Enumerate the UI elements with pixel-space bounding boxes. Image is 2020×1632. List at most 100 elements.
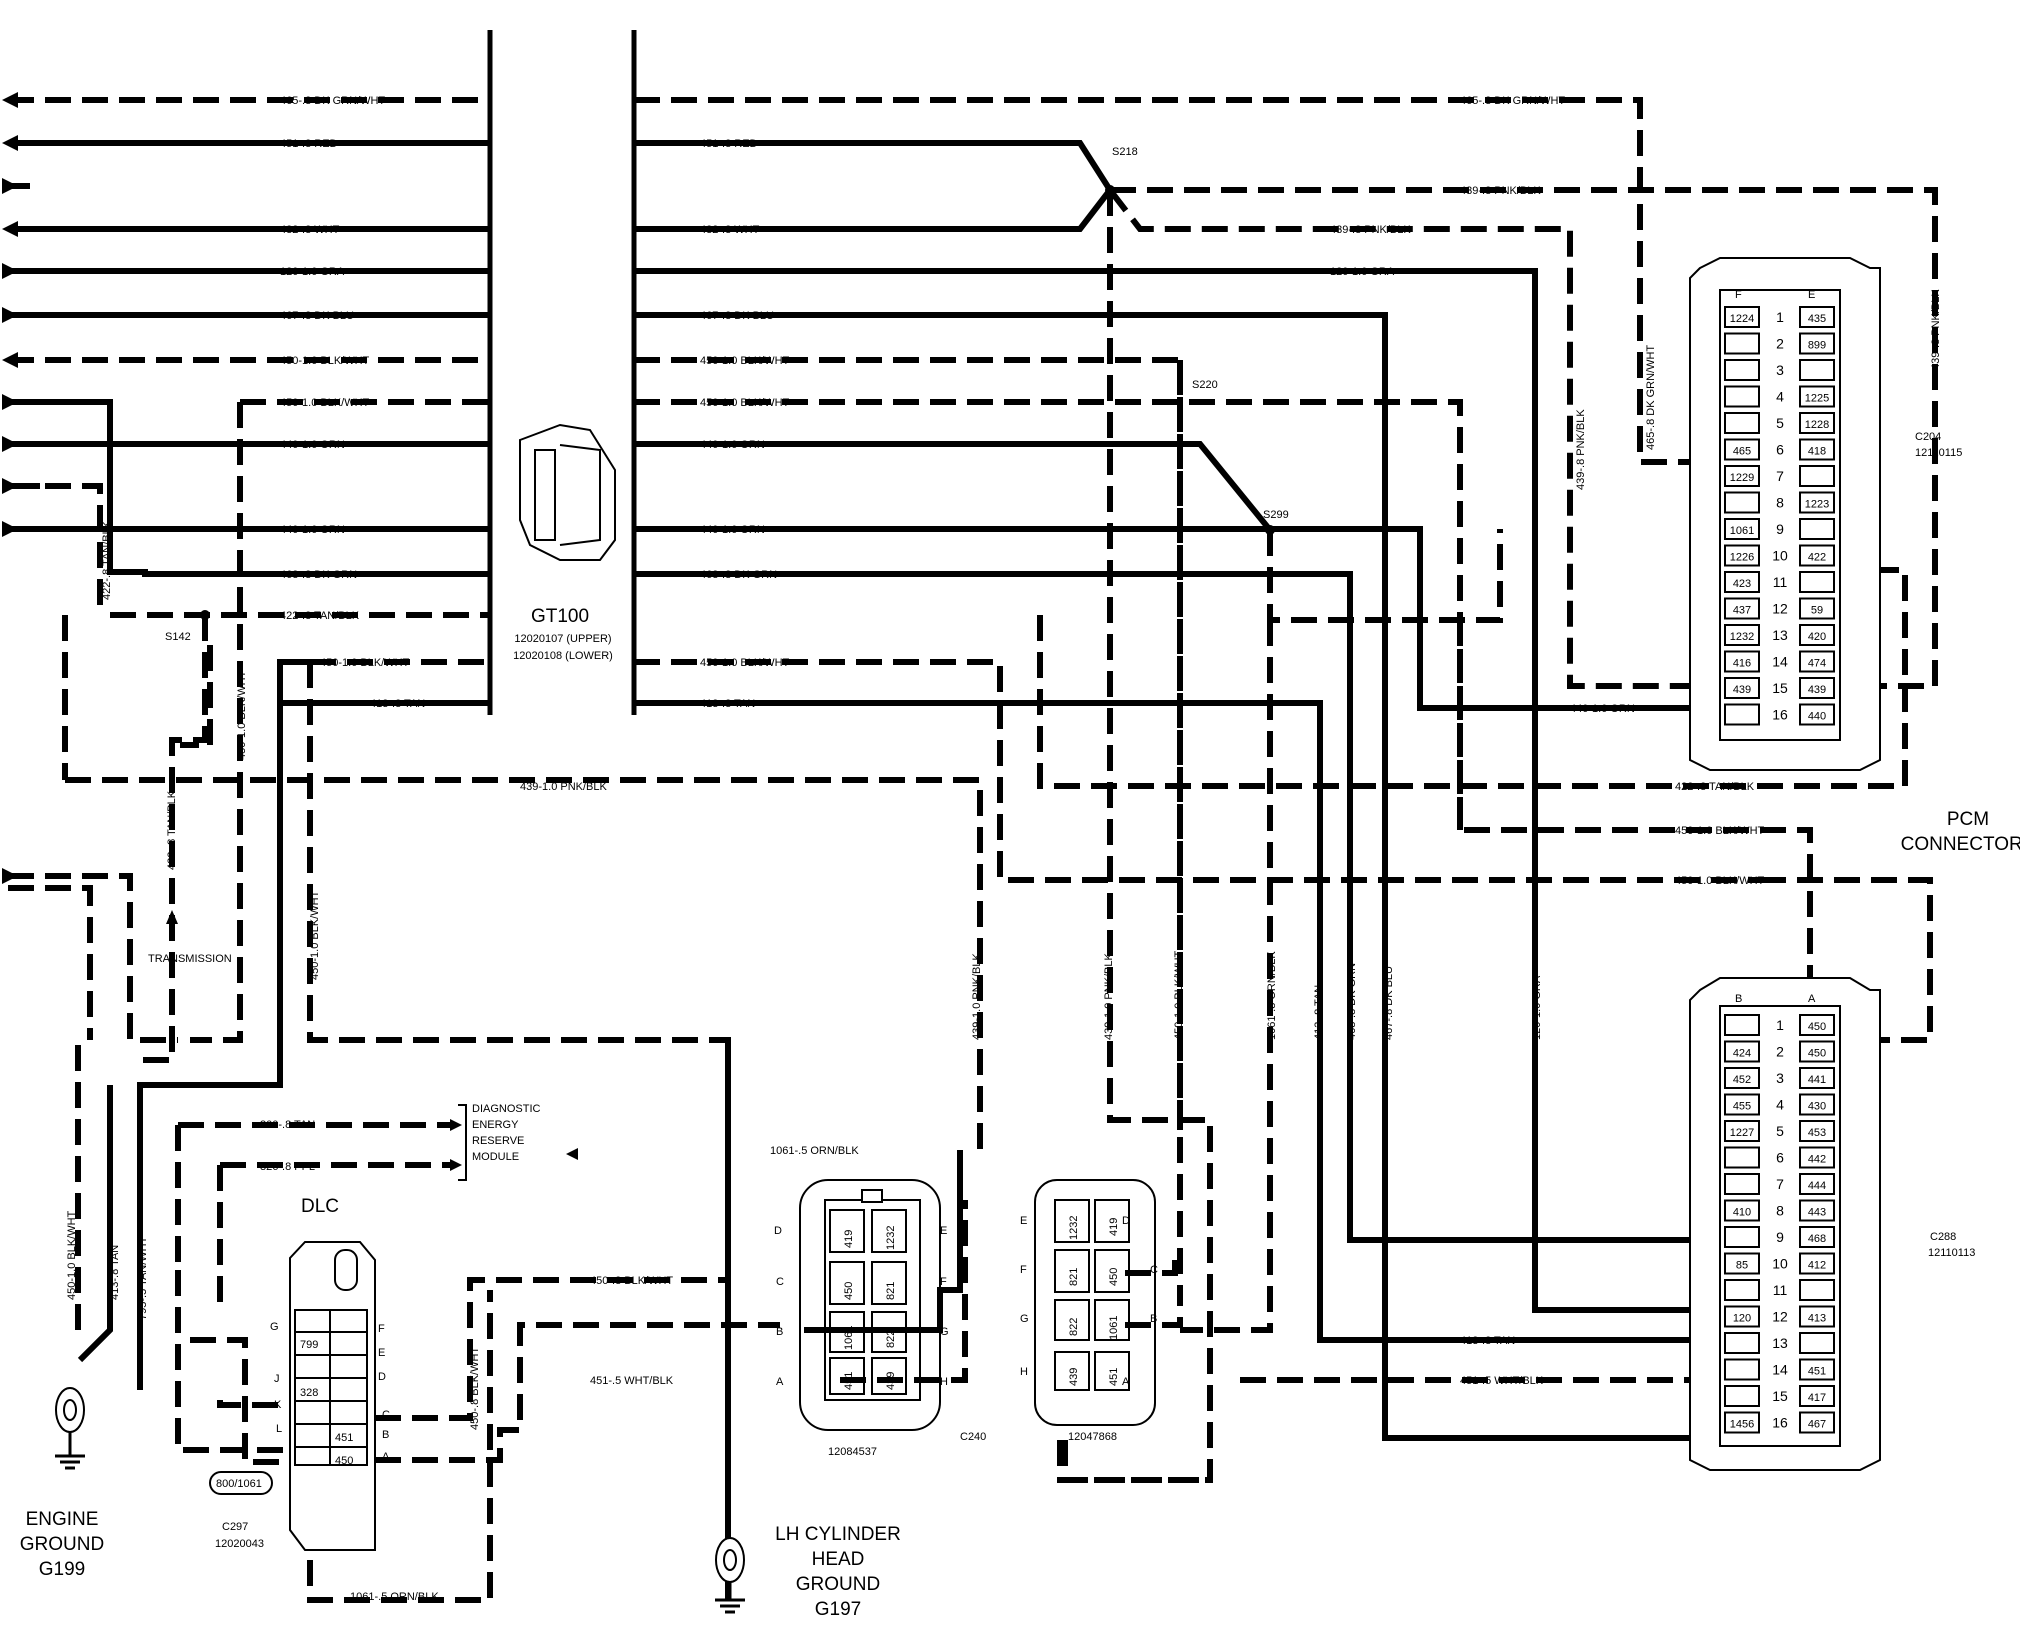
c240-part: 12084537 (828, 1446, 877, 1458)
left-arrowheads (2, 92, 178, 1043)
c288-pin-left: 1227 (1730, 1127, 1754, 1139)
c204-cavity-right (1799, 491, 1835, 514)
wire-label: 450-1.0 BLK/WHT (1675, 875, 1765, 887)
engine-ground: ENGINE GROUND G199 (20, 1387, 104, 1580)
wire-413-engine (77, 1085, 113, 1363)
derm-line1: DIAGNOSTIC (472, 1103, 541, 1115)
c288-row-number: 15 (1772, 1388, 1788, 1404)
wire-label: 450-1.0 BLK/WHT (1675, 825, 1765, 837)
wire-label: 422-.8 TAN/BLK (1675, 781, 1755, 793)
dlc-name: C297 (222, 1521, 248, 1533)
c288-cavity-left (1724, 1332, 1760, 1354)
c288-pin-right: 444 (1808, 1180, 1826, 1192)
c288-pin-right: 441 (1808, 1074, 1826, 1086)
wire-439-down (1057, 190, 1213, 1483)
c288-cavity-right (1799, 1199, 1835, 1222)
c204-row-number: 13 (1772, 627, 1788, 643)
vertical-wire-labels: 465-.8 DK GRN/WHT 439-.8 PNK/BLK 439-.8 … (66, 289, 1942, 1430)
svg-text:822: 822 (885, 1330, 897, 1348)
c288-row-number: 5 (1776, 1123, 1784, 1139)
wire-422-down (140, 615, 208, 1063)
wire-label: 422-.8 TAN/BLK (166, 790, 178, 870)
pcm-title-1: PCM (1947, 809, 1989, 830)
pcm-title-2: CONNECTORS (1901, 834, 2020, 855)
dlc-pin: 799 (300, 1339, 318, 1351)
c288-cavity-left (1724, 1226, 1760, 1248)
c288-row-number: 7 (1776, 1176, 1784, 1192)
wire-label: 413-.8 TAN (700, 698, 755, 710)
wire-468-right (634, 571, 1850, 1243)
c204-cavity-right (1799, 359, 1835, 381)
c288-cavity-right (1799, 1358, 1835, 1381)
c204-pin-left: 1226 (1730, 552, 1754, 564)
c204-pin-right: 418 (1808, 446, 1826, 458)
c288-cavity-left (1724, 1014, 1760, 1036)
wire-label: 450-1.0 BLK/WHT (280, 355, 370, 367)
c288-row-number: 13 (1772, 1335, 1788, 1351)
wire-label: 451-.8 RED (280, 138, 338, 150)
c288-pin-left: 452 (1733, 1074, 1751, 1086)
arrow-right-icon (2, 478, 18, 494)
c288-pin-left: 120 (1733, 1313, 1751, 1325)
lh-ground-l3: GROUND (796, 1574, 880, 1595)
arrow-right-icon (2, 436, 18, 452)
c288-pin-left: 455 (1733, 1101, 1751, 1113)
lh-ground-l1: LH CYLINDER (775, 1524, 901, 1545)
c204-cavity-left (1724, 597, 1760, 620)
wire-label: 450-1.0 BLK/WHT (320, 657, 410, 669)
c204-cavity-right (1799, 385, 1835, 408)
wire-label: 440-1.0 ORN (700, 439, 765, 451)
wire-450-down (190, 402, 243, 1043)
wire-482-right (634, 188, 1113, 232)
c288-pin-right: 450 (1808, 1021, 1826, 1033)
c204-cavity-left (1724, 703, 1760, 726)
wire-label: 451-.5 WHT/BLK (590, 1375, 674, 1387)
c288-cavity-right (1799, 1332, 1835, 1354)
wire-label: 451-.8 RED (700, 138, 758, 150)
wire-label: 439-.8 PNK/BLK (1930, 289, 1942, 370)
c204-cavity-left (1724, 306, 1760, 328)
arrow-right-icon (2, 263, 18, 279)
c288-cavity-left (1724, 1411, 1760, 1434)
dlc-tag: 800/1061 (216, 1478, 262, 1490)
c204-cavity-left (1724, 544, 1760, 567)
wire-label: 439-.8 PNK/BLK (1575, 409, 1587, 490)
c288-cavity-left (1724, 1067, 1760, 1089)
gt100-name: GT100 (531, 606, 589, 627)
c204-cavity-left (1724, 491, 1760, 514)
c240-name: C240 (960, 1431, 986, 1443)
wire-422-right (1037, 567, 1908, 789)
wire-label: 450-.8 BLK/WHT (469, 1347, 481, 1430)
wire-label: 413-.8 TAN (370, 698, 425, 710)
dlc-cavity: L (276, 1423, 282, 1435)
splice-s218: S218 (1112, 146, 1138, 158)
c288-row-number: 4 (1776, 1097, 1784, 1113)
svg-text:G: G (1020, 1313, 1029, 1325)
c288-cavity-right (1799, 1093, 1835, 1116)
c204-pin-right: 420 (1808, 631, 1826, 643)
c288-cavity-right (1799, 1385, 1835, 1407)
c204-pin-left: 1224 (1730, 313, 1754, 325)
svg-text:D: D (774, 1225, 782, 1237)
wire-440a-left (8, 399, 113, 572)
wire-439-pnk (65, 777, 983, 1160)
c288-pin-left: 1456 (1730, 1419, 1754, 1431)
wire-label: 439-.8 PNK/BLK (1460, 185, 1541, 197)
c204-cavity-left (1724, 677, 1760, 699)
wire-label: 468-.8 DK GRN (700, 569, 777, 581)
engine-ground-l3: G199 (39, 1559, 85, 1580)
dlc-cavity: D (378, 1371, 386, 1383)
svg-text:450: 450 (1108, 1268, 1120, 1286)
gt100-connector-shape (519, 423, 616, 561)
c288-pin-left: 410 (1733, 1207, 1751, 1219)
splices: S218 S220 S299 S142 (165, 146, 1289, 643)
wire-465-right (634, 97, 1720, 465)
wire-label: 439-1.0 PNK/BLK (520, 781, 607, 793)
svg-text:1061: 1061 (1108, 1316, 1120, 1340)
wire-label: 450-1.0 BLK/WHT (700, 657, 790, 669)
svg-text:D: D (1122, 1215, 1130, 1227)
c288-cavity-right (1799, 1120, 1835, 1142)
svg-text:821: 821 (885, 1282, 897, 1300)
